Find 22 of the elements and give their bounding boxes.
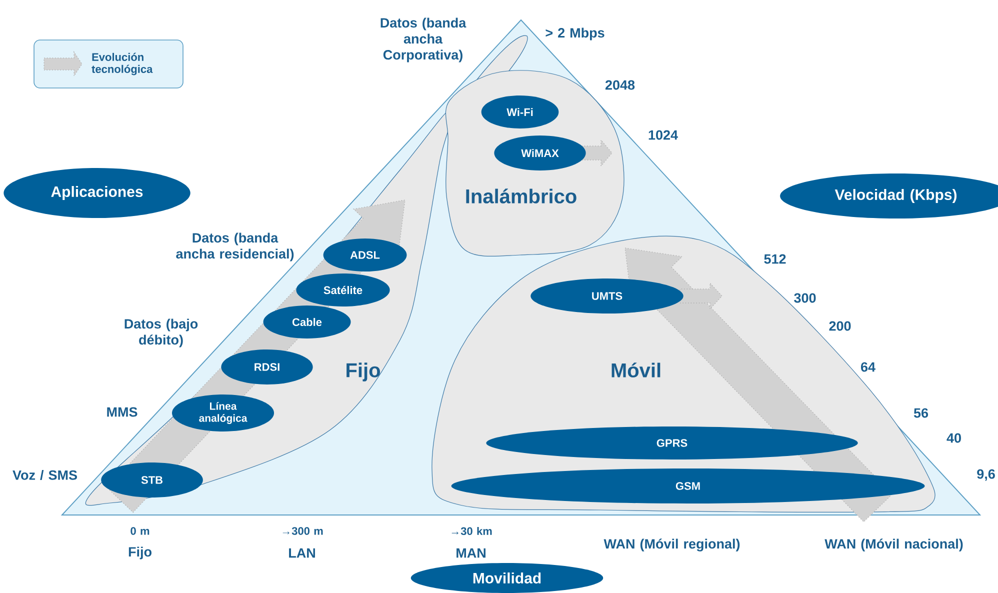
axis-label: > 2 Mbps — [546, 28, 604, 40]
axis-label: 56 — [914, 408, 928, 418]
axis-label: WAN (Móvil regional) — [604, 538, 740, 552]
axis-label: Datos (banda ancha residencial) — [176, 232, 294, 262]
axis-label: 512 — [764, 254, 786, 264]
legend-box: Evolución tecnológica — [34, 40, 184, 88]
axis-label: Datos (bajo débito) — [124, 318, 198, 348]
axis-label: 1024 — [648, 130, 678, 140]
axis-label: 40 — [946, 433, 961, 443]
axis-label: 64 — [861, 362, 876, 372]
axis-label: 0 m — [130, 527, 150, 535]
axis-label: →300 m — [282, 527, 323, 535]
axis-label: Datos (banda ancha Corporativa) — [380, 18, 466, 62]
axis-label: 9,6 — [977, 469, 995, 481]
axis-label: WAN (Móvil nacional) — [824, 538, 963, 552]
axis-label: Fijo — [128, 546, 152, 560]
axis-label: →30 km — [452, 526, 492, 536]
axis-label: MMS — [107, 407, 138, 417]
axis-label: Voz / SMS — [12, 470, 77, 480]
axis-label: LAN — [289, 548, 315, 558]
axis-label: 300 — [794, 293, 816, 303]
axis-label: 200 — [829, 321, 851, 331]
